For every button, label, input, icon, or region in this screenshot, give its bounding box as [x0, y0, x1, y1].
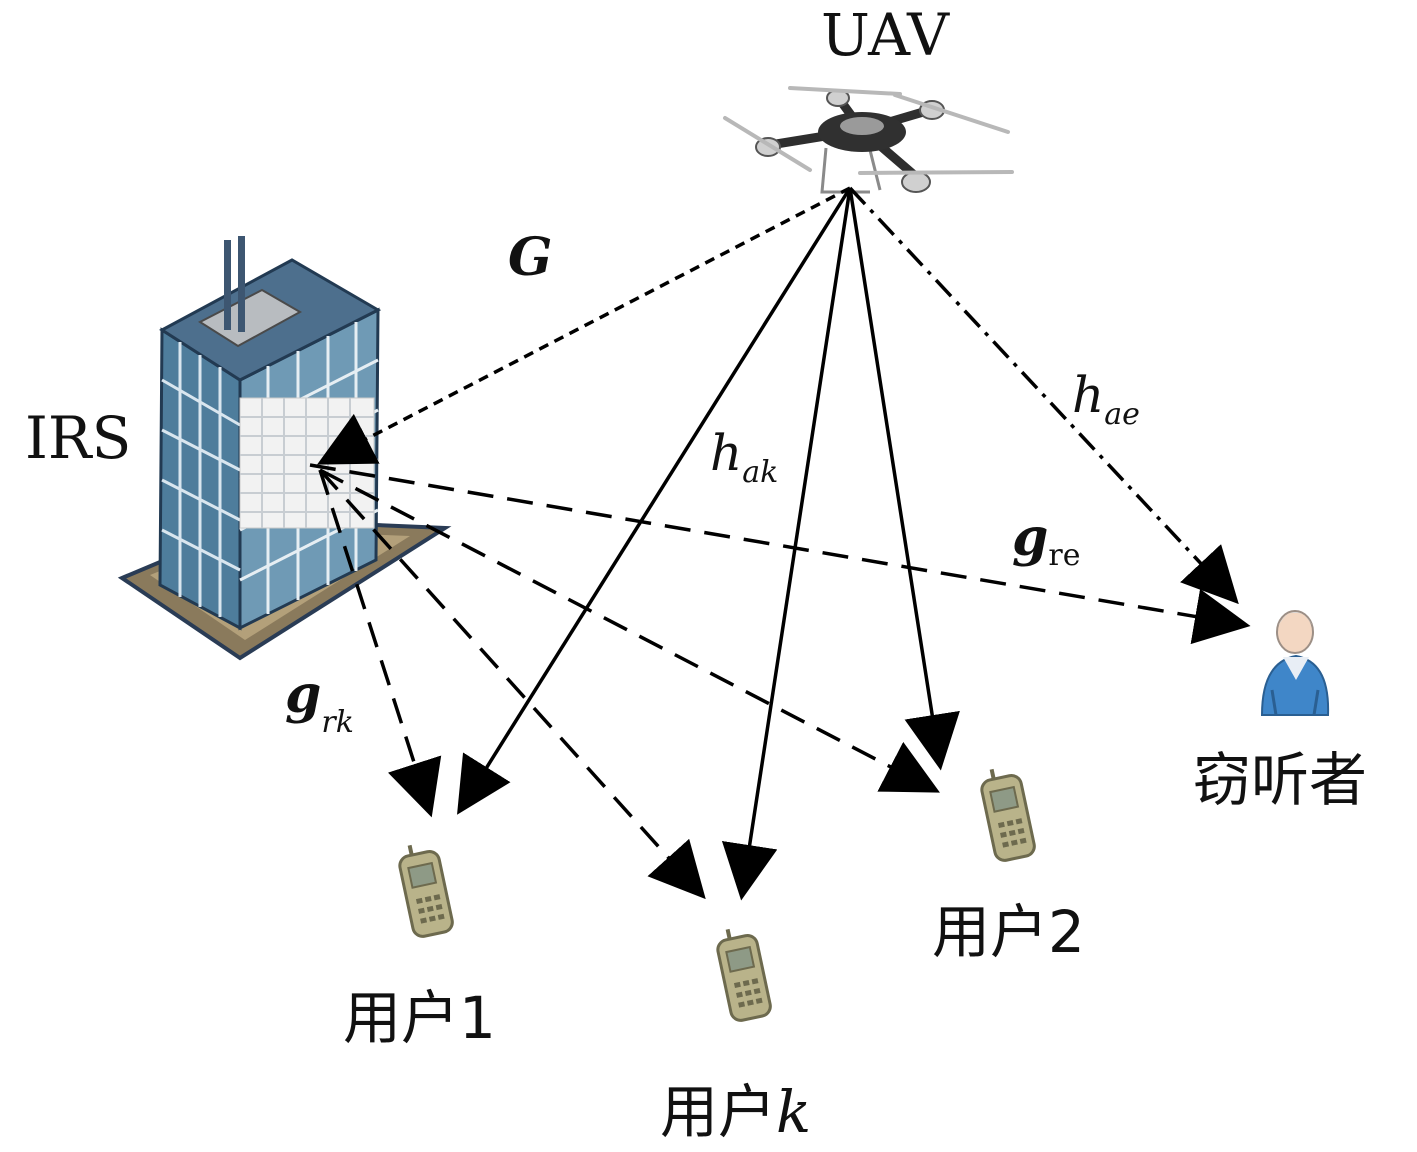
phone-icon	[980, 768, 1036, 862]
uav-label: UAV	[821, 1, 950, 69]
userk-label-var: k	[776, 1078, 811, 1146]
person-icon	[1260, 610, 1330, 716]
channel-g-re-symbol: g	[1012, 507, 1048, 568]
channel-links	[309, 186, 1251, 901]
channel-g-re-label: gre	[1012, 507, 1080, 573]
channel-h-ak-label: hak	[710, 424, 778, 490]
link-G	[317, 186, 851, 465]
link-h-ak-userk	[721, 187, 852, 901]
drone-icon	[723, 86, 1014, 194]
eavesdropper-label: 窃听者	[1193, 746, 1367, 814]
phone-icon	[716, 928, 772, 1022]
channel-h-ae-symbol: h	[1072, 366, 1104, 424]
channel-h-ak-subscript: ak	[742, 455, 778, 490]
channel-h-ak-symbol: h	[710, 424, 742, 482]
userk-label-prefix: 用户	[660, 1078, 776, 1146]
phone-icon	[398, 844, 454, 938]
link-g-rk-userk	[318, 468, 706, 900]
user1-label: 用户1	[343, 984, 496, 1052]
channel-h-ae-subscript: ae	[1104, 397, 1140, 432]
link-h-ae	[848, 186, 1239, 605]
link-g-rk-user2	[319, 468, 940, 793]
channel-g-rk-subscript: rk	[321, 705, 354, 740]
userk-label: 用户k	[660, 1078, 811, 1146]
link-h-ak-user2	[848, 187, 960, 771]
channel-g-rk-label: grk	[285, 664, 354, 740]
channel-G-label: G	[508, 227, 552, 288]
irs-label: IRS	[25, 404, 131, 472]
channel-g-re-subscript: re	[1048, 538, 1080, 573]
building-icon	[117, 236, 452, 661]
link-h-ak-user1	[457, 187, 852, 815]
channel-g-rk-symbol: g	[285, 664, 321, 725]
link-g-rk-user1	[318, 469, 442, 818]
user2-label: 用户2	[932, 898, 1085, 966]
channel-h-ae-label: hae	[1072, 366, 1140, 432]
